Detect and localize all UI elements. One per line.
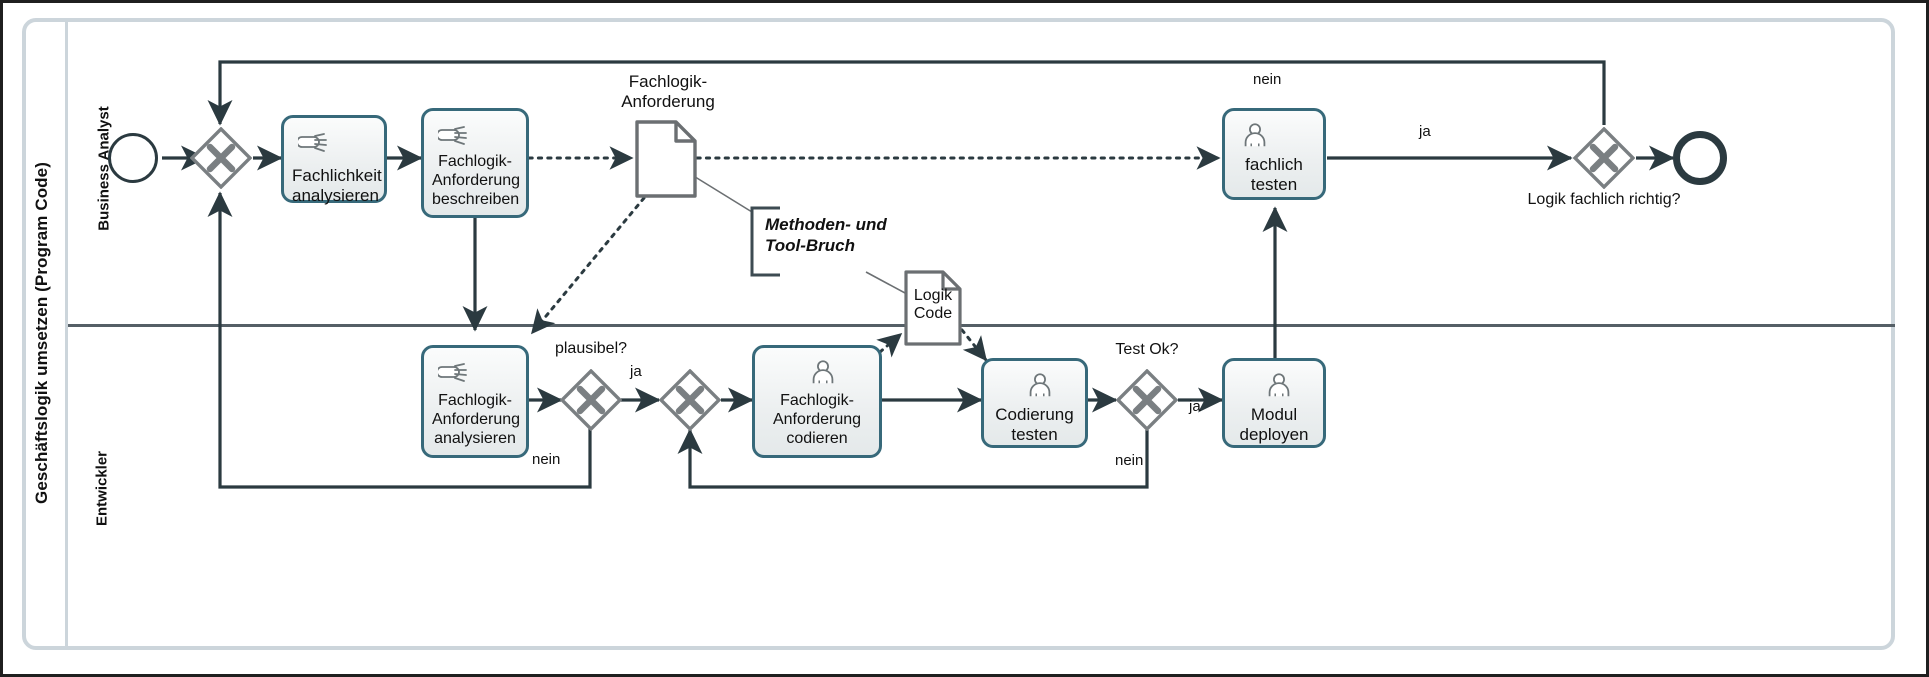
gateway-merge-code[interactable] (658, 368, 722, 432)
task-fachlogik-anforderung-analysieren[interactable]: Fachlogik- Anforderung analysieren (421, 345, 529, 458)
association-dataobject-to-annotation (691, 174, 753, 213)
data-object-label-line2: Anforderung (621, 92, 715, 112)
data-object-logik-code[interactable]: Logik Code (903, 269, 963, 352)
task-modul-deployen[interactable]: Modul deployen (1222, 358, 1326, 448)
data-object-label-logik-code: Logik Code (903, 287, 963, 324)
pool-header: Geschäftslogik umsetzen (Program Code) (22, 18, 68, 650)
data-object-label-fachlogik-anforderung: Fachlogik- Anforderung (588, 72, 748, 113)
flow-dataobject-to-analysieren (530, 196, 646, 335)
flow-label-plausibel-ja: ja (630, 363, 642, 380)
end-event[interactable] (1673, 131, 1727, 185)
data-object-label-line2: Code (913, 305, 953, 323)
flow-testok-nein-loop (677, 428, 1149, 489)
gateway-label-logik-text: Logik fachlich richtig? (1527, 191, 1681, 208)
task-label-line1: Fachlogik- (438, 153, 512, 170)
task-label-line2: analysieren (292, 186, 379, 206)
task-label-line2: Anforderung (432, 410, 521, 428)
task-label: Fachlogik- Anforderung codieren (759, 392, 875, 449)
gateway-label-plausibel: plausibel? (554, 340, 628, 357)
task-label-line1: Fachlichkeit (292, 166, 382, 185)
flow-logikcode-to-codierung-testen (960, 328, 988, 362)
annotation-line2: Tool-Bruch (765, 236, 856, 256)
data-object-label-line1: Logik (913, 287, 953, 304)
flow-label-logik-nein: nein (1253, 71, 1282, 88)
manual-task-hand-icon (296, 128, 332, 156)
gateway-merge-start[interactable] (189, 126, 253, 190)
task-label: Fachlichkeit analysieren (288, 166, 382, 206)
annotation-bracket (750, 206, 780, 277)
user-task-person-icon (807, 358, 841, 386)
start-event[interactable] (108, 133, 158, 183)
flow-label-test-ok-ja: ja (1189, 398, 1201, 415)
task-label: Fachlogik- Anforderung analysieren (428, 392, 522, 449)
flow-logik-nein-loop (207, 60, 1606, 126)
manual-task-hand-icon (436, 121, 472, 149)
data-object-label-line1: Fachlogik- (628, 72, 708, 91)
task-label-line2: deployen (1239, 425, 1309, 445)
task-label-line2: testen (1250, 175, 1298, 195)
flow-label-plausibel-nein: nein (532, 451, 561, 468)
task-label: fachlich testen (1229, 155, 1319, 195)
task-label-line2: Anforderung (432, 171, 521, 189)
task-fachlogik-anforderung-beschreiben[interactable]: Fachlogik- Anforderung beschreiben (421, 108, 529, 218)
task-label-line1: fachlich (1245, 155, 1303, 174)
data-object-fachlogik-anforderung[interactable] (634, 119, 698, 204)
task-label-line1: Fachlogik- (780, 392, 854, 409)
gateway-label-logik-fachlich-richtig: Logik fachlich richtig? (1514, 190, 1694, 209)
manual-task-hand-icon (436, 358, 472, 386)
task-fachlichkeit-analysieren[interactable]: Fachlichkeit analysieren (281, 115, 387, 206)
task-label-line3: beschreiben (432, 190, 520, 208)
task-label-line3: codieren (786, 429, 848, 447)
flow-label-logik-ja: ja (1419, 123, 1431, 140)
task-label: Codierung testen (988, 405, 1081, 445)
task-codierung-testen[interactable]: Codierung testen (981, 358, 1088, 448)
text-annotation-methodenbruch: Methoden- und Tool-Bruch (765, 214, 887, 257)
task-label: Fachlogik- Anforderung beschreiben (428, 153, 522, 210)
task-fachlogik-anforderung-codieren[interactable]: Fachlogik- Anforderung codieren (752, 345, 882, 458)
task-label-line2: Anforderung (772, 410, 862, 428)
task-label-line1: Codierung (995, 405, 1074, 424)
user-task-person-icon (1024, 371, 1058, 399)
gateway-test-ok[interactable] (1115, 368, 1179, 432)
task-label-line1: Fachlogik- (438, 392, 512, 409)
annotation-line1: Methoden- und (765, 215, 887, 234)
gateway-label-test-ok: Test Ok? (1115, 341, 1179, 358)
lane-divider (68, 324, 1895, 327)
task-fachlich-testen[interactable]: fachlich testen (1222, 108, 1326, 200)
task-label: Modul deployen (1229, 405, 1319, 445)
flow-codieren-to-logikcode (876, 332, 903, 358)
task-label-line1: Modul (1250, 405, 1298, 424)
flow-label-test-ok-nein: nein (1115, 452, 1144, 469)
task-label-line2: testen (1011, 425, 1058, 445)
user-task-person-icon (1239, 121, 1273, 149)
user-task-person-icon (1263, 371, 1297, 399)
flow-plausibel-nein-loop (207, 191, 592, 489)
gateway-logik-fachlich-richtig[interactable] (1572, 126, 1636, 190)
task-label-line3: analysieren (434, 429, 516, 447)
gateway-plausibel[interactable] (559, 368, 623, 432)
